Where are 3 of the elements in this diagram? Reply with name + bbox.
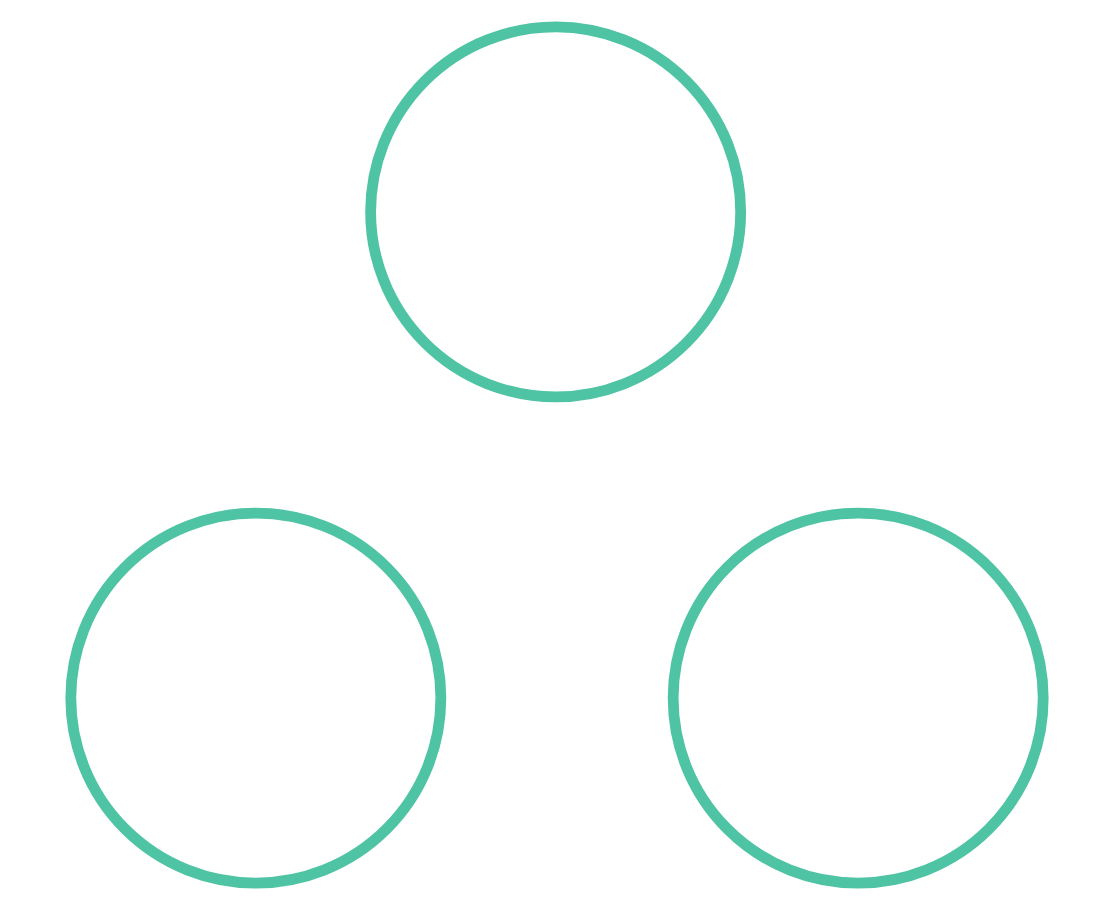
node-circle bbox=[365, 21, 747, 403]
node-circle bbox=[667, 507, 1049, 889]
node-circle bbox=[65, 507, 447, 889]
